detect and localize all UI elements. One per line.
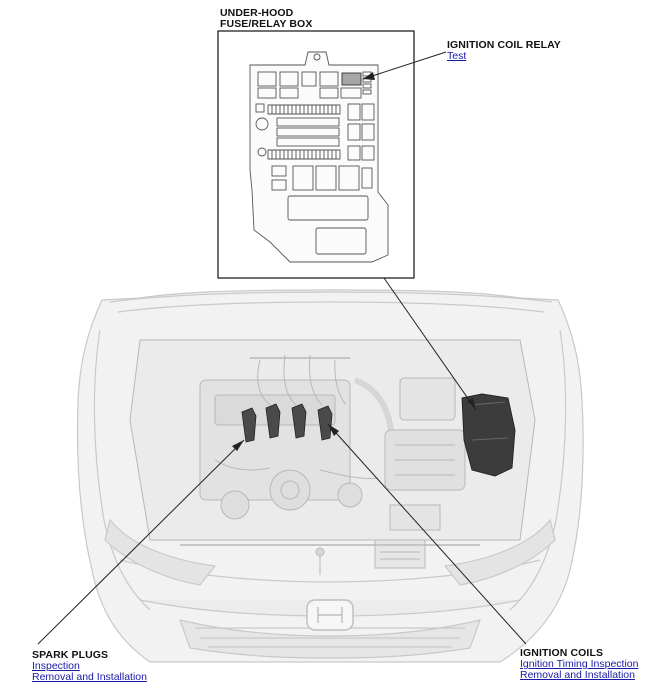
leader-lines bbox=[37, 51, 527, 645]
ignition-coil-relay-callout: IGNITION COIL RELAY Test bbox=[447, 40, 561, 62]
ignition-coils-title: IGNITION COILS bbox=[520, 647, 604, 659]
ignition-coil-relay-title: IGNITION COIL RELAY bbox=[447, 39, 561, 51]
arrowheads bbox=[232, 72, 476, 451]
honda-emblem bbox=[306, 599, 354, 631]
ignition-coils-removal-link[interactable]: Removal and Installation bbox=[520, 669, 635, 681]
spark-plugs-removal-link[interactable]: Removal and Installation bbox=[32, 671, 147, 683]
spark-plugs-inspection-link[interactable]: Inspection bbox=[32, 660, 80, 672]
fusebox-title: UNDER-HOOD FUSE/RELAY BOX bbox=[220, 8, 312, 30]
ignition-coil-relay-highlight bbox=[341, 72, 362, 86]
ignition-coils-drawing bbox=[241, 403, 333, 443]
fusebox-layout-drawing bbox=[249, 51, 389, 263]
engine-bay bbox=[129, 339, 536, 575]
relay-test-link[interactable]: Test bbox=[447, 50, 467, 62]
ignition-timing-inspection-link[interactable]: Ignition Timing Inspection bbox=[520, 658, 639, 670]
fusebox-title-line1: UNDER-HOOD bbox=[220, 7, 294, 19]
ignition-coils-callout: IGNITION COILS Ignition Timing Inspectio… bbox=[520, 648, 638, 681]
fusebox-in-car bbox=[461, 393, 516, 477]
spark-plugs-callout: SPARK PLUGS Inspection Removal and Insta… bbox=[32, 650, 147, 683]
spark-plugs-title: SPARK PLUGS bbox=[32, 649, 109, 661]
fusebox-title-line2: FUSE/RELAY BOX bbox=[220, 18, 313, 30]
